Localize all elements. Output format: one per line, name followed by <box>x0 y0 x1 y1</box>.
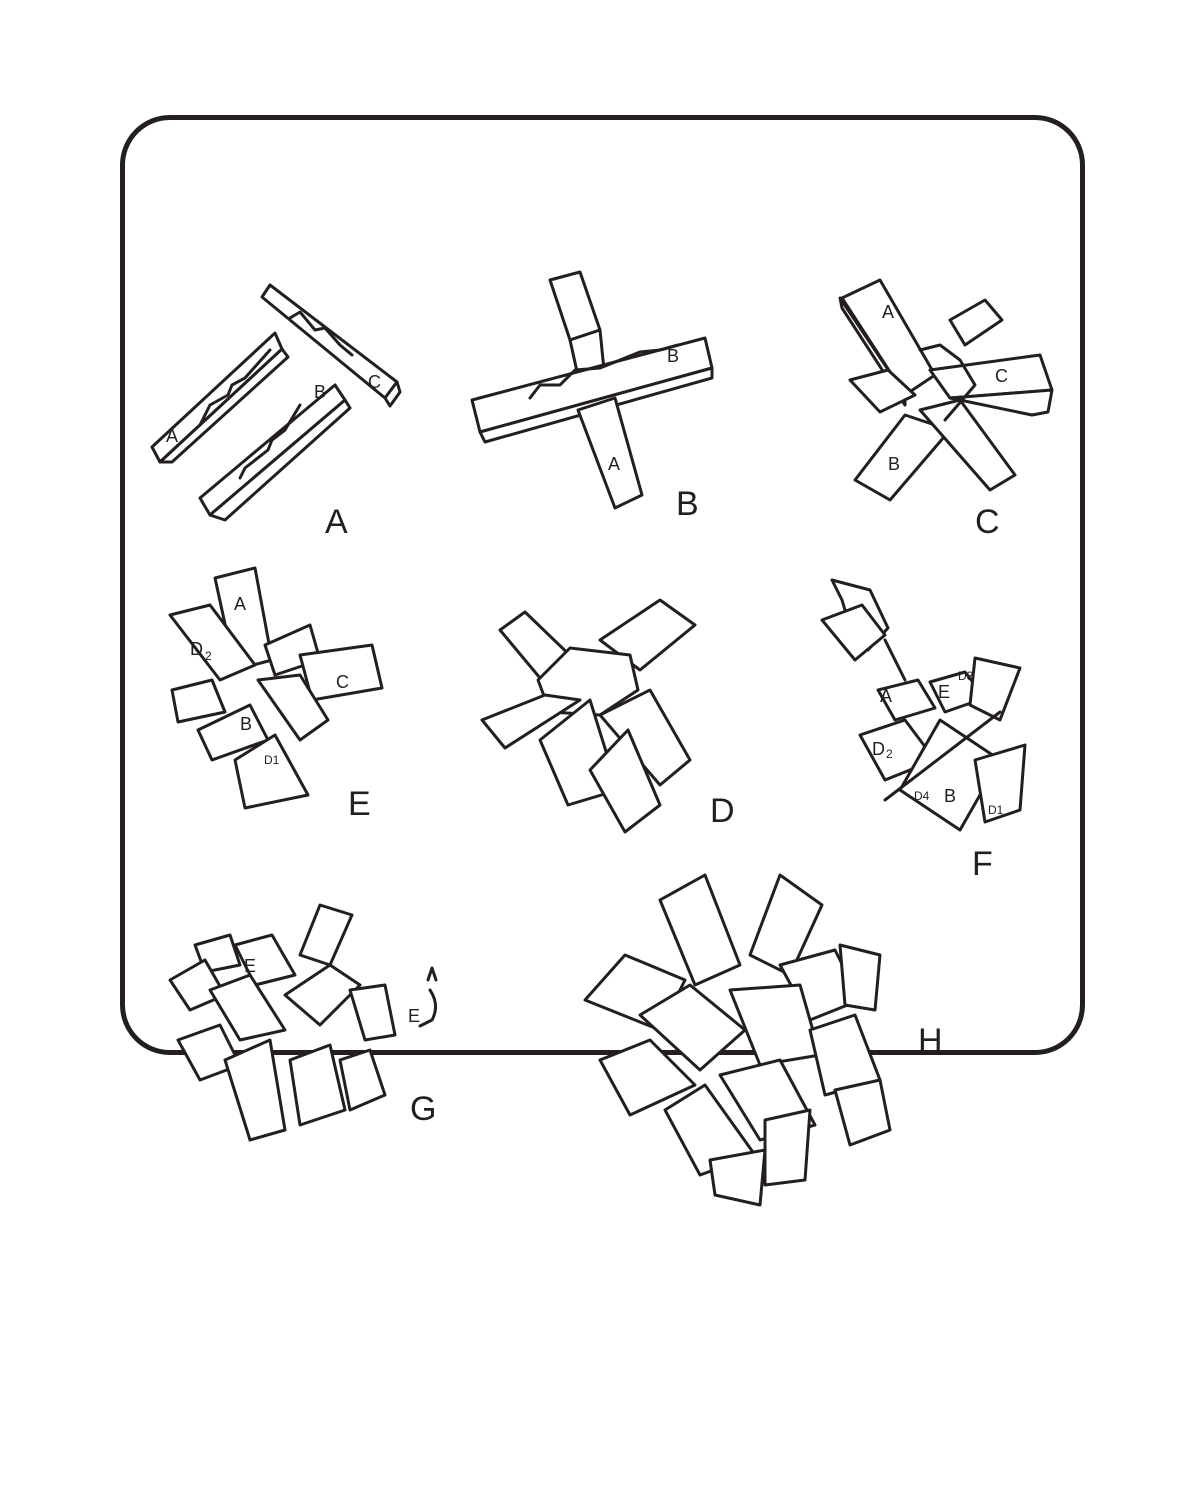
step-d-figure: D <box>480 598 735 834</box>
part-label: A <box>234 594 246 614</box>
part-subscript: 2 <box>205 649 212 663</box>
step-b-figure: B A <box>470 270 714 510</box>
step-f-figure: A E D3 D 2 D4 B D1 <box>820 578 1027 832</box>
step-label-g: G <box>410 1090 436 1128</box>
step-label-b: B <box>676 485 699 523</box>
part-label: C <box>995 366 1008 386</box>
part-label: D <box>190 639 203 659</box>
step-label-c: C <box>975 503 1000 541</box>
part-label: A <box>882 302 894 322</box>
step-e-figure: A D 2 C B D1 <box>168 566 384 810</box>
part-label: A <box>166 426 178 446</box>
part-label: A <box>608 454 620 474</box>
part-subscript: 2 <box>886 747 893 761</box>
part-label: B <box>667 346 679 366</box>
step-a-figure: A B C <box>150 283 402 522</box>
step-c-figure: A C B <box>838 278 1054 502</box>
step-h-figure: H <box>583 873 943 1207</box>
part-label: E <box>938 682 950 702</box>
part-label: E <box>244 956 256 976</box>
step-label-f: F <box>972 845 993 883</box>
instruction-card-frame <box>120 115 1085 1055</box>
part-label: C <box>368 372 381 392</box>
part-label: D1 <box>264 753 280 767</box>
step-label-e: E <box>348 785 371 823</box>
part-label: D1 <box>988 803 1004 817</box>
step-label-d: D <box>710 792 735 830</box>
part-label: B <box>944 786 956 806</box>
step-label-h: H <box>918 1022 943 1060</box>
part-label: C <box>336 672 349 692</box>
part-label: D3 <box>958 669 974 683</box>
part-label: B <box>888 454 900 474</box>
part-label: D4 <box>914 789 930 803</box>
step-g-figure: E E G <box>168 903 438 1142</box>
part-label: D <box>872 739 885 759</box>
part-label: E <box>408 1006 420 1026</box>
part-label: A <box>880 686 892 706</box>
part-label: B <box>314 382 326 402</box>
step-label-a: A <box>325 503 348 541</box>
part-label: B <box>240 714 252 734</box>
